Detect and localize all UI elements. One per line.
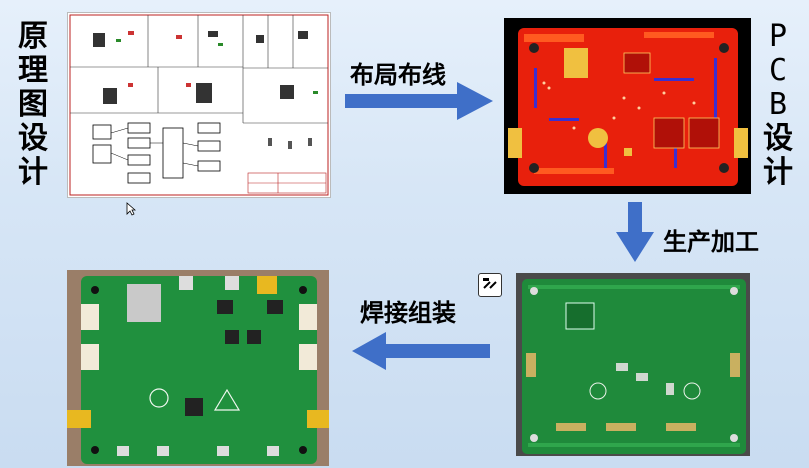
schematic-char-5: 计 [18,155,48,190]
schematic-design-label: 原 理 图 设 计 [18,20,48,190]
arrow-left-icon [352,332,490,370]
pcb-char-3: B [768,87,788,122]
pcb-design-label: P C B 设 计 [763,20,793,190]
pcb-char-4: 设 [763,121,793,156]
pcb-char-5: 计 [763,155,793,190]
schematic-image [67,12,331,198]
arrow-right-icon [345,82,493,120]
assembly-label: 焊接组装 [360,299,456,327]
schematic-char-3: 图 [18,87,48,122]
assembled-board-image [67,270,329,466]
pcb-char-2: C [768,53,788,88]
mouse-cursor-icon [126,201,137,220]
arrow-down-icon [616,202,654,262]
production-label: 生产加工 [663,228,759,256]
pcb-char-1: P [768,19,788,54]
bare-pcb-image [516,273,750,456]
schematic-char-1: 原 [18,19,48,54]
schematic-char-2: 理 [18,53,48,88]
layout-routing-label: 布局布线 [350,61,446,89]
switch-icon [478,273,502,297]
pcb-layout-image [504,18,751,194]
schematic-char-4: 设 [18,121,48,156]
